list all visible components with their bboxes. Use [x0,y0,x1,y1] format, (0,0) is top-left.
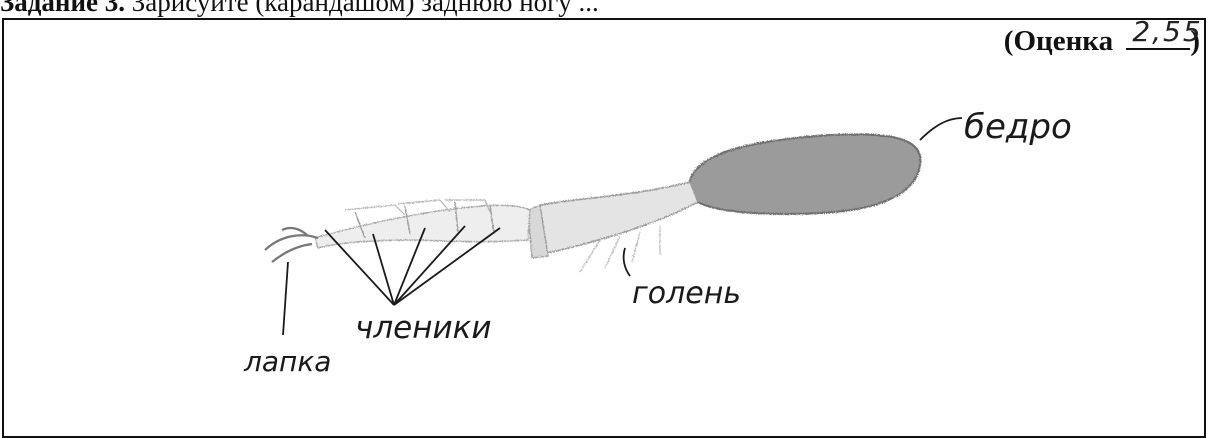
label-femur: бедро [964,107,1072,147]
label-tibia: голень [632,276,741,311]
label-segments: членики [355,310,492,346]
claw-shape [265,228,318,262]
tibia-shape [528,182,698,272]
label-claw: лапка [243,345,331,378]
tarsus-shape [315,200,530,248]
femur-shape [690,134,920,214]
